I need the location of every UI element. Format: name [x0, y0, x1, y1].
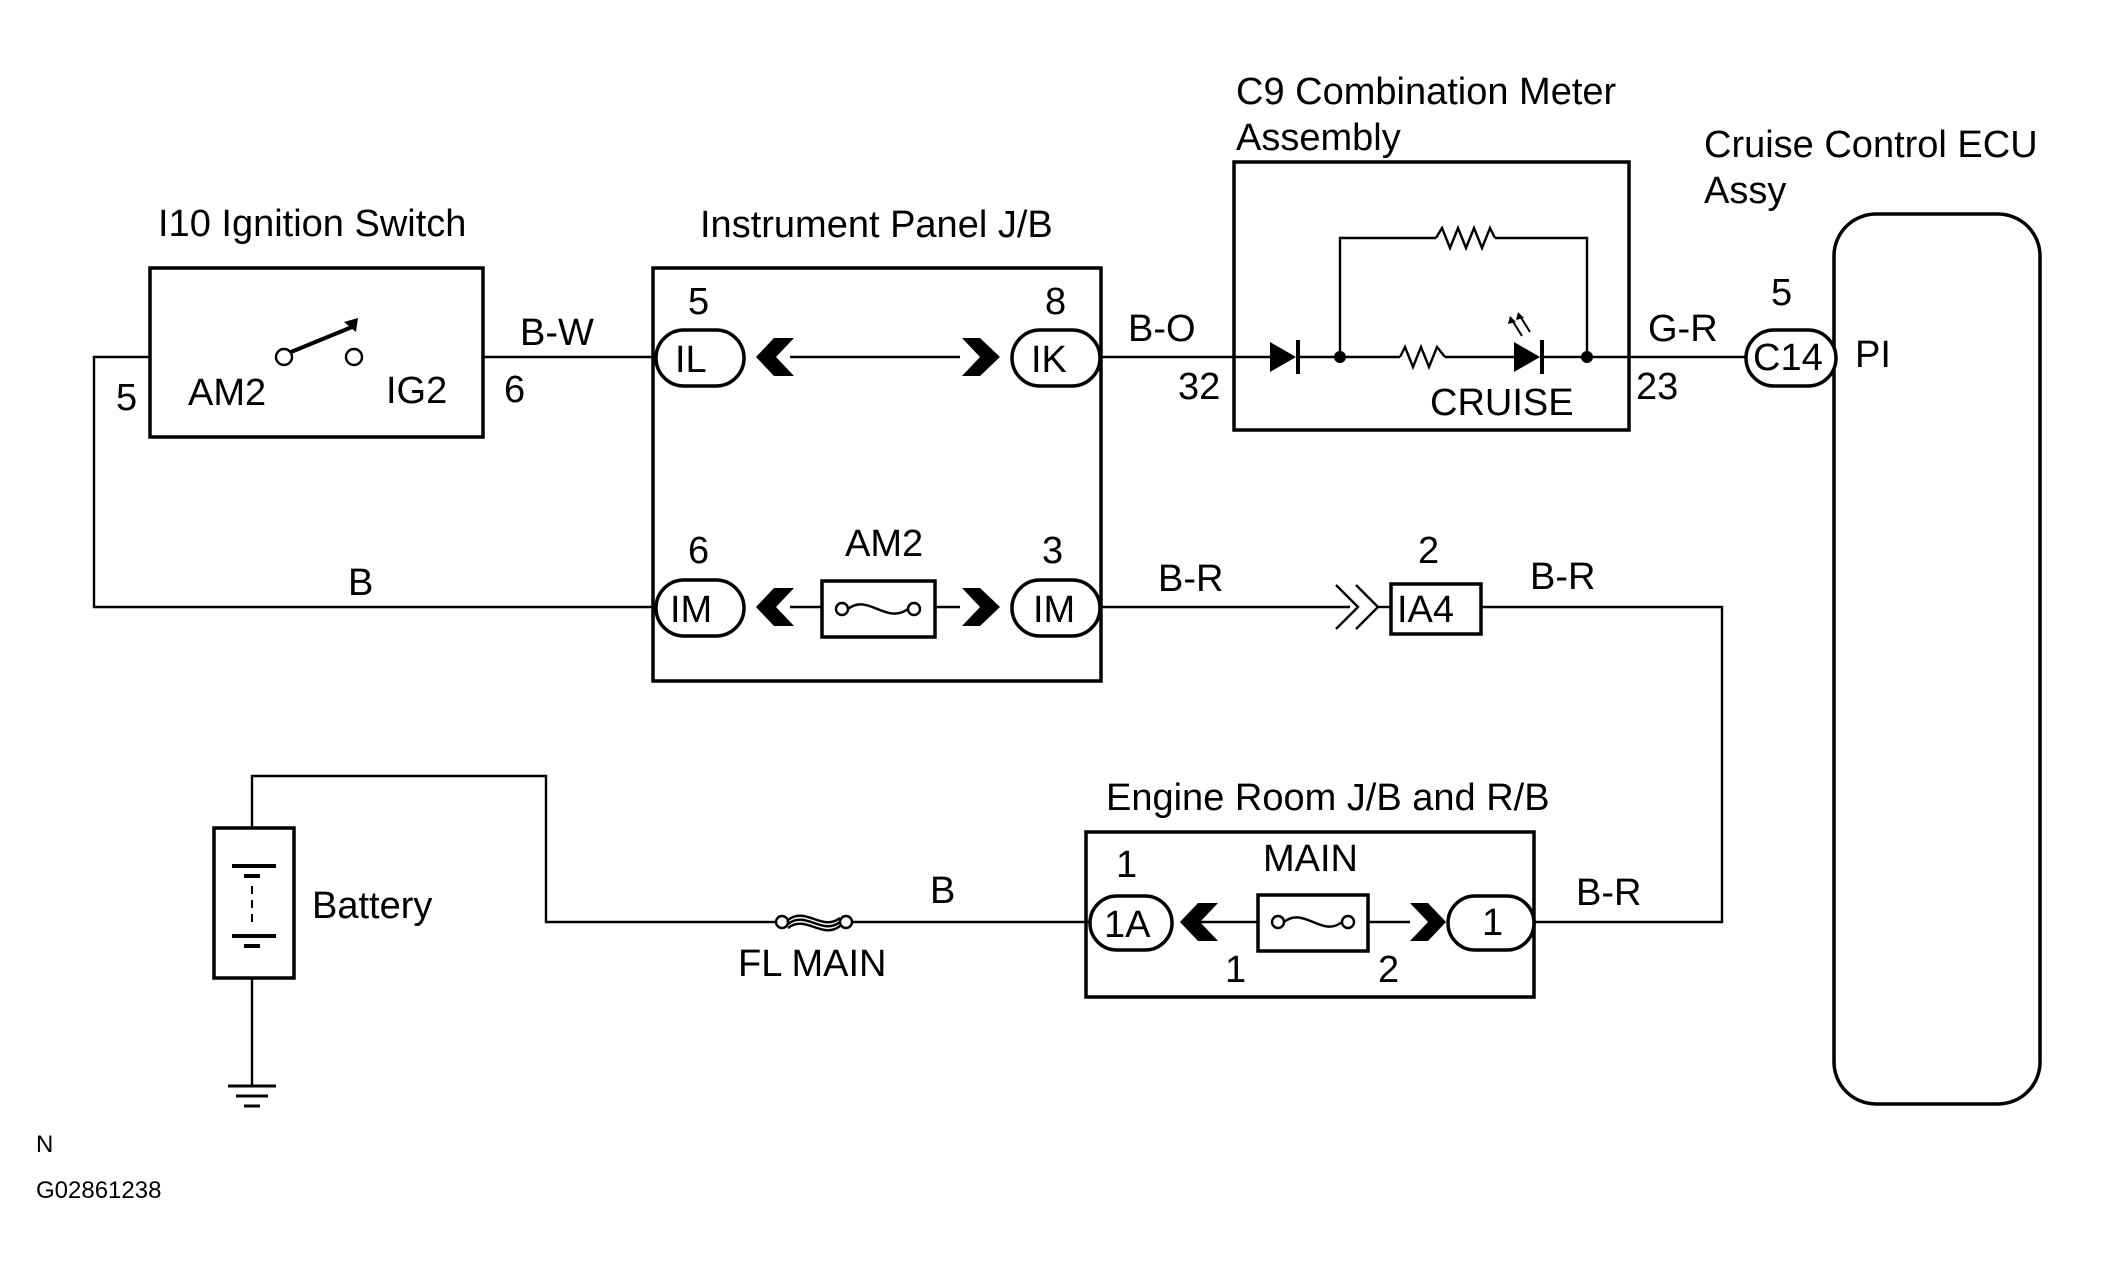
conn-im-right-label: IM: [1033, 589, 1075, 631]
jb-pin-6: 6: [688, 530, 709, 572]
jb-pin-3: 3: [1042, 530, 1063, 572]
meter-diode: [1270, 340, 1300, 374]
chevron-im-left: [756, 588, 794, 626]
jb-am2-fuse-end-left: [834, 601, 850, 617]
conn-il-pill: [654, 328, 746, 388]
meter-title-line2: Assembly: [1236, 117, 1401, 159]
chevron-1-left: [1410, 903, 1446, 941]
meter-pin-23: 23: [1636, 366, 1678, 408]
jb-am2-fuse-end-right: [906, 601, 922, 617]
figure-code: G02861238: [36, 1177, 161, 1204]
instrument-panel-jb-box: [651, 266, 1103, 683]
battery: Battery: [212, 826, 432, 980]
wire-label-g-r: G-R: [1648, 308, 1718, 350]
conn-im-left-pill: [654, 578, 746, 638]
ecu-title-line2: Assy: [1704, 170, 1786, 212]
meter-box: [1232, 160, 1631, 432]
meter-junction-right: [1581, 351, 1593, 363]
meter-resistor-bottom: [1398, 343, 1446, 371]
conn-c14-label: C14: [1753, 337, 1823, 379]
combination-meter: C9 Combination Meter Assembly 32 23 CRUI…: [1178, 71, 1678, 432]
switch-contact-right: [344, 347, 364, 367]
chevron-im-right: [962, 588, 1000, 626]
wire-ig-am2-to-im: [92, 355, 656, 609]
conn-1a-pill: [1088, 894, 1174, 952]
conn-ia4-label: IA4: [1397, 589, 1454, 631]
conn-il-label: IL: [675, 339, 707, 381]
ignition-switch: I10 Ignition Switch AM2 IG2 5 6: [116, 203, 525, 439]
wire-label-b-r-3: B-R: [1576, 872, 1641, 914]
ignition-switch-box: [148, 266, 485, 439]
wire-label-b-r-2: B-R: [1530, 556, 1595, 598]
erjb-main-fuse-element: [1283, 916, 1343, 928]
engine-room-jb-title: Engine Room J/B and R/B: [1106, 777, 1550, 819]
wire-battery-positive: [250, 774, 768, 924]
ignition-switch-title: I10 Ignition Switch: [158, 203, 466, 245]
battery-label: Battery: [312, 885, 432, 927]
conn-ik-pill: [1010, 328, 1102, 388]
jb-fuse-label: AM2: [845, 523, 923, 565]
fl-main-label: FL MAIN: [738, 943, 887, 985]
conn-1a-label: 1A: [1104, 904, 1151, 946]
conn-ik-label: IK: [1031, 339, 1067, 381]
meter-junction-left: [1334, 351, 1346, 363]
erjb-pin-1: 1: [1116, 844, 1137, 886]
cruise-control-ecu: Cruise Control ECU Assy 5 PI: [1704, 124, 2042, 1106]
chevron-ik-left: [962, 338, 1000, 376]
erjb-fuse-label: MAIN: [1263, 838, 1358, 880]
switch-pin-left: 5: [116, 377, 137, 419]
switch-pin-right: 6: [504, 369, 525, 411]
switch-lever: [290, 325, 353, 354]
wire-label-b-o: B-O: [1128, 308, 1196, 350]
engine-room-jb: Engine Room J/B and R/B 1 MAIN 1 2: [1084, 777, 1550, 999]
fl-main-fusible-link: FL MAIN: [738, 914, 887, 985]
ecu-box: [1832, 212, 2042, 1106]
wire-label-b-w: B-W: [520, 312, 594, 354]
wire-label-b-battery: B: [930, 870, 955, 912]
conn-ia4-chevron-1: [1335, 584, 1360, 630]
wire-label-b-r-1: B-R: [1158, 558, 1223, 600]
meter-title-line1: C9 Combination Meter: [1236, 71, 1617, 113]
erjb-main-fuse-box: [1256, 893, 1370, 953]
conn-im-left-label: IM: [670, 589, 712, 631]
conn-ia4-box: [1389, 582, 1483, 636]
switch-terminal-ig2: IG2: [386, 370, 447, 412]
conn-ia4-pin: 2: [1418, 530, 1439, 572]
ecu-pin-5: 5: [1771, 272, 1792, 314]
conn-im-right-pill: [1010, 578, 1102, 638]
erjb-fuse-pin-1: 1: [1225, 949, 1246, 991]
instrument-panel-jb-title: Instrument Panel J/B: [700, 204, 1053, 246]
ecu-terminal-pi: PI: [1855, 334, 1891, 376]
jb-pin-8: 8: [1045, 281, 1066, 323]
erjb-main-fuse-end-right: [1340, 914, 1356, 930]
chevron-il-right: [756, 338, 794, 376]
erjb-main-fuse-end-left: [1270, 914, 1286, 930]
chevron-1a-right: [1180, 903, 1218, 941]
switch-terminal-am2: AM2: [188, 372, 266, 414]
switch-lever-tip: [344, 318, 358, 332]
conn-1-label: 1: [1482, 902, 1503, 944]
wire-meter-bypass-2: [1495, 236, 1589, 357]
cruise-indicator-label: CRUISE: [1430, 382, 1574, 424]
wire-label-b: B: [348, 562, 373, 604]
conn-c14-pill: [1744, 328, 1838, 388]
cruise-led: [1508, 312, 1544, 374]
battery-box: [212, 826, 296, 980]
instrument-panel-jb: Instrument Panel J/B 5 8 6 3 AM2: [651, 204, 1103, 683]
erjb-fuse-pin-2: 2: [1378, 949, 1399, 991]
jb-pin-5: 5: [688, 281, 709, 323]
meter-pin-32: 32: [1178, 366, 1220, 408]
jb-am2-fuse-element: [847, 603, 909, 615]
north-mark: N: [36, 1131, 53, 1158]
wire-b-r-2: [1480, 605, 1724, 924]
ecu-title-line1: Cruise Control ECU: [1704, 124, 2038, 166]
ground-symbol: [228, 1084, 276, 1108]
conn-1-pill: [1446, 894, 1536, 952]
wire-meter-bypass: [1338, 236, 1436, 357]
jb-am2-fuse-box: [820, 579, 937, 639]
meter-resistor-top: [1434, 224, 1497, 252]
switch-contact-left: [274, 347, 294, 367]
